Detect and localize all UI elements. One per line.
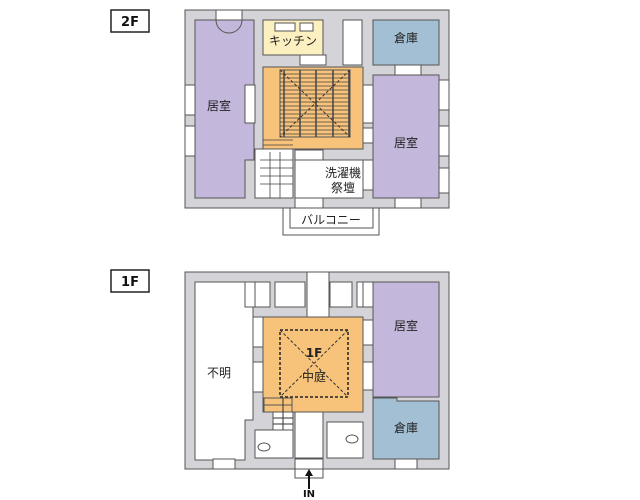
entrance-door	[294, 458, 324, 470]
entry-corridor	[306, 271, 330, 318]
label-altar: 祭壇	[331, 180, 355, 195]
floor-label-1f: 1F	[121, 275, 139, 290]
floor-label-box-1f	[110, 269, 150, 293]
label-unknown: 不明	[207, 366, 231, 380]
label-courtyard: 中庭	[302, 369, 326, 384]
sink-icon	[274, 22, 296, 32]
stove-icon	[299, 22, 314, 32]
label-laundry: 洗濯機	[325, 165, 361, 180]
toilet-icon	[345, 434, 359, 444]
doors-1f	[212, 281, 418, 470]
courtyard-opening	[279, 329, 349, 398]
doors-2f	[184, 9, 450, 209]
floor-label-box-2f	[110, 9, 150, 33]
label-room-1f: 居室	[394, 318, 418, 333]
storage-2f	[372, 19, 440, 66]
stair-hatch	[279, 69, 351, 138]
staircase-2f	[254, 148, 294, 199]
closet-2f	[342, 19, 363, 66]
label-right-room-2f: 居室	[394, 135, 418, 150]
label-kitchen: キッチン	[269, 34, 317, 48]
label-courtyard-floor: 1F	[306, 346, 323, 360]
balcony-inner	[289, 207, 374, 229]
toilet-icon	[257, 442, 271, 452]
label-entrance: IN	[303, 489, 315, 500]
floor-label-2f: 2F	[121, 15, 139, 30]
storage-1f	[372, 397, 440, 460]
hall-1f	[294, 411, 324, 459]
label-left-room-2f: 居室	[207, 98, 231, 113]
laundry-room	[294, 159, 364, 199]
room-left-2f	[194, 19, 255, 199]
room-1f	[372, 281, 440, 398]
label-storage-2f: 倉庫	[394, 30, 418, 45]
label-balcony: バルコニー	[301, 213, 361, 227]
label-storage-1f: 倉庫	[394, 420, 418, 435]
